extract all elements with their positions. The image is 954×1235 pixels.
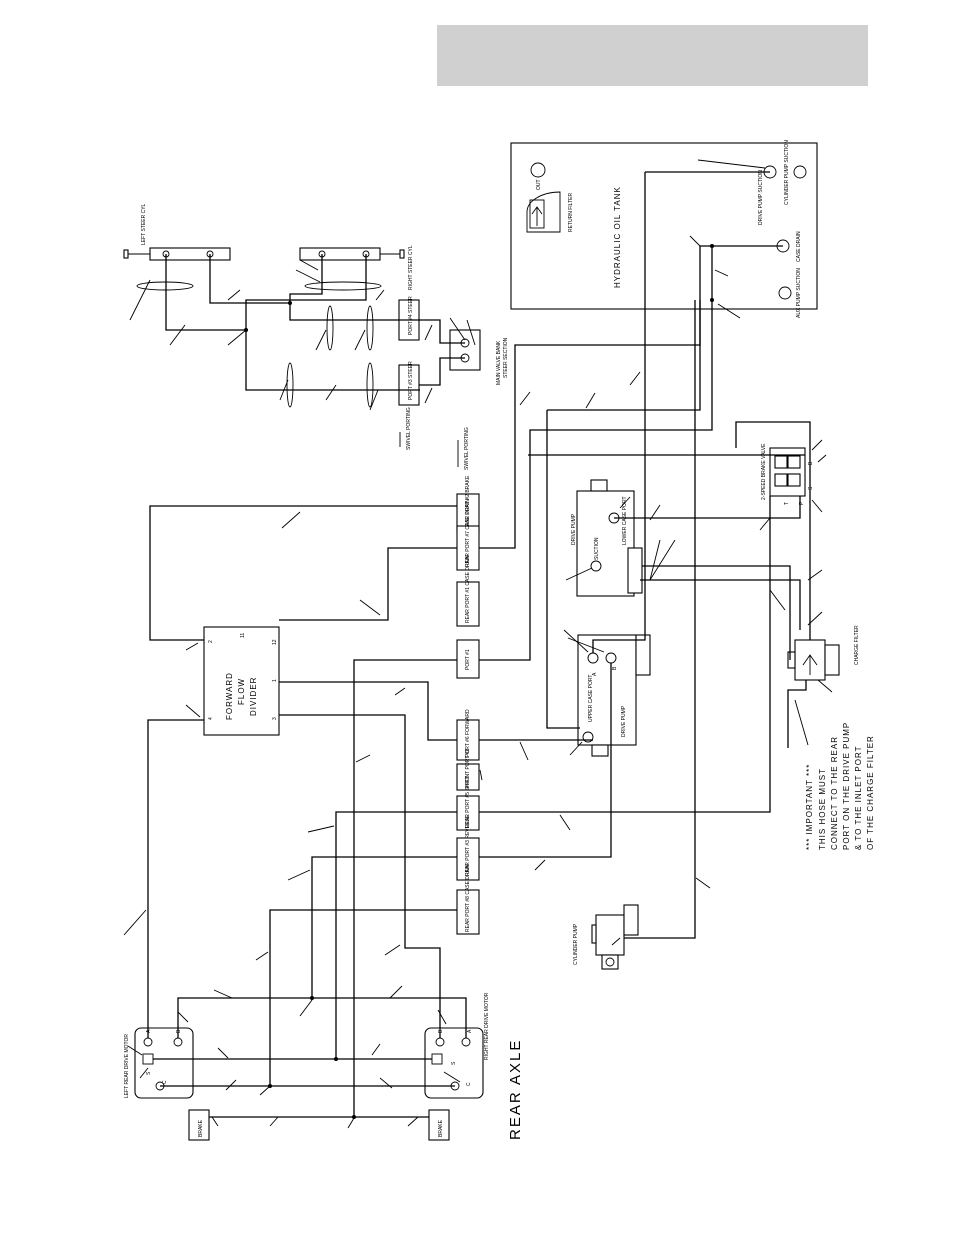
forward-flow-divider: FORWARD FLOW DIVIDER 2 11 12 1 4 3 <box>203 626 280 736</box>
left-rear-drive-motor-label: LEFT REAR DRIVE MOTOR <box>124 1034 130 1098</box>
charge-filter-label: CHARGE FILTER <box>854 625 860 665</box>
important-note: *** IMPORTANT *** THIS HOSE MUST CONNECT… <box>805 722 875 850</box>
port-6-forward-label: PORT #6 FORWARD <box>465 709 471 757</box>
important-line-3: PORT ON THE DRIVE PUMP <box>842 722 851 850</box>
rear-port-8-case-drain-label: REAR PORT #8 CASE DRAIN <box>465 864 471 932</box>
ffd-label-1: FORWARD <box>225 672 234 720</box>
valve-port-s: S <box>808 486 814 490</box>
left-motor-port-c: C <box>162 1080 168 1084</box>
valve-port-b: B <box>808 461 814 465</box>
right-motor-port-c: C <box>466 1082 472 1086</box>
ffd-port-4: 4 <box>208 717 214 720</box>
left-rear-drive-motor: A B S C LEFT REAR DRIVE MOTOR <box>124 1027 194 1099</box>
right-steer-cyl-label: RIGHT STEER CYL <box>408 245 414 290</box>
valve-port-t: T <box>784 502 790 505</box>
cylinder-pump-suction-label: CYLINDER PUMP SUCTION <box>784 140 790 205</box>
tank-out-label: OUT <box>536 179 542 190</box>
important-line-1: THIS HOSE MUST <box>818 768 827 850</box>
callout-leaders <box>123 159 833 1129</box>
drive-pump-suction-label: DRIVE PUMP SUCTION <box>758 170 764 225</box>
left-steer-cyl-label: LEFT STEER CYL <box>141 203 147 245</box>
charge-filter: CHARGE FILTER <box>787 625 860 681</box>
lower-case-port-label: LOWER CASE PORT <box>622 496 628 545</box>
brakes: BRAKE BRAKE <box>188 1109 450 1141</box>
valve-port-p: P <box>799 501 805 505</box>
ffd-label-2: FLOW <box>237 678 246 705</box>
right-motor-port-a: A <box>467 1029 473 1033</box>
upper-case-port-label: UPPER CASE PORT <box>588 675 594 722</box>
port-3-steer-label: PORT #3 STEER <box>408 361 414 400</box>
rear-port-5-shift-label: REAR PORT #5 SHIFT <box>465 776 471 828</box>
hydraulic-oil-tank-label: HYDRAULIC OIL TANK <box>613 186 622 288</box>
left-steer-cylinder: LEFT STEER CYL <box>123 203 231 261</box>
pump-port-a: A <box>592 672 598 676</box>
important-title: *** IMPORTANT *** <box>805 764 814 850</box>
header-gray-band <box>437 25 868 86</box>
pump-port-b: B <box>612 666 618 670</box>
ffd-label-3: DIVIDER <box>249 677 258 716</box>
return-filter-label: RETURN FILTER <box>568 193 574 232</box>
left-motor-port-b: B <box>176 1029 182 1033</box>
rear-axle-label: REAR AXLE <box>507 1039 524 1140</box>
right-rear-drive-motor: B A S C RIGHT REAR DRIVE MOTOR <box>424 992 490 1099</box>
cylinder-pump-label: CYLINDER PUMP <box>573 923 579 965</box>
port-4-steer-label: PORT #4 STEER <box>408 296 414 335</box>
swivel-porting-label-2: SWIVEL PORTING <box>464 427 470 470</box>
drive-pump-upper-label: DRIVE PUMP <box>571 513 577 545</box>
right-motor-port-b: B <box>438 1029 444 1033</box>
rear-port-1-case-drain-label: REAR PORT #1 CASE DRAIN <box>465 555 471 623</box>
case-drain-label: CASE DRAIN <box>796 231 802 262</box>
important-line-4: & TO THE INLET PORT <box>854 745 863 850</box>
right-rear-drive-motor-label: RIGHT REAR DRIVE MOTOR <box>484 992 490 1060</box>
two-speed-brake-valve-label: 2-SPEED BRAKE VALVE <box>761 443 767 500</box>
rear-port-2-brake-label: REAR PORT #2 BRAKE <box>465 475 471 530</box>
rear-port-3-reverse-label: REAR PORT #3 REVERSE <box>465 814 471 876</box>
swivel-porting-label-1: SWIVEL PORTING <box>406 407 412 450</box>
right-motor-port-s: S <box>451 1061 457 1065</box>
ffd-port-12: 12 <box>272 639 278 645</box>
left-motor-port-a: A <box>146 1029 152 1033</box>
hydraulic-oil-tank: OUT RETURN FILTER HYDRAULIC OIL TANK DRI… <box>510 140 818 318</box>
aux-pump-suction-label: AUX PUMP SUCTION <box>796 268 802 318</box>
hose-lines <box>147 171 811 1119</box>
cylinder-pump: CYLINDER PUMP <box>573 904 639 970</box>
front-port-2-label: FRONT PORT #2 <box>465 749 471 788</box>
steer-ports: PORT #4 STEER PORT #3 STEER MAIN VALVE B… <box>398 296 509 406</box>
drive-pump-lower: A B UPPER CASE PORT DRIVE PUMP <box>577 634 651 757</box>
drive-pump-upper: DRIVE PUMP SUCTION LOWER CASE PORT <box>571 479 643 597</box>
suction-label: SUCTION <box>594 537 600 560</box>
rear-port-7-case-drain-label: REAR PORT #7 CASE DRAIN <box>465 499 471 567</box>
drive-pump-lower-label: DRIVE PUMP <box>621 705 627 737</box>
two-speed-brake-valve: 2-SPEED BRAKE VALVE T P B S <box>761 443 814 505</box>
port-boxes: REAR PORT #2 BRAKE REAR PORT #7 CASE DRA… <box>456 475 480 935</box>
ffd-port-11: 11 <box>240 633 246 638</box>
brake-left-label: BRAKE <box>198 1119 204 1137</box>
important-line-5: OF THE CHARGE FILTER <box>866 735 875 850</box>
port-1-label: PORT #1 <box>465 649 471 670</box>
main-valve-bank-label: MAIN VALVE BANK <box>496 340 502 385</box>
ffd-port-1: 1 <box>272 679 278 682</box>
brake-right-label: BRAKE <box>438 1119 444 1137</box>
ffd-port-3: 3 <box>272 717 278 720</box>
left-motor-port-s: S <box>146 1071 152 1075</box>
steer-section-label: STEER SECTION <box>503 337 509 378</box>
ffd-port-2: 2 <box>208 640 214 643</box>
important-line-2: CONNECT TO THE REAR <box>830 736 839 850</box>
